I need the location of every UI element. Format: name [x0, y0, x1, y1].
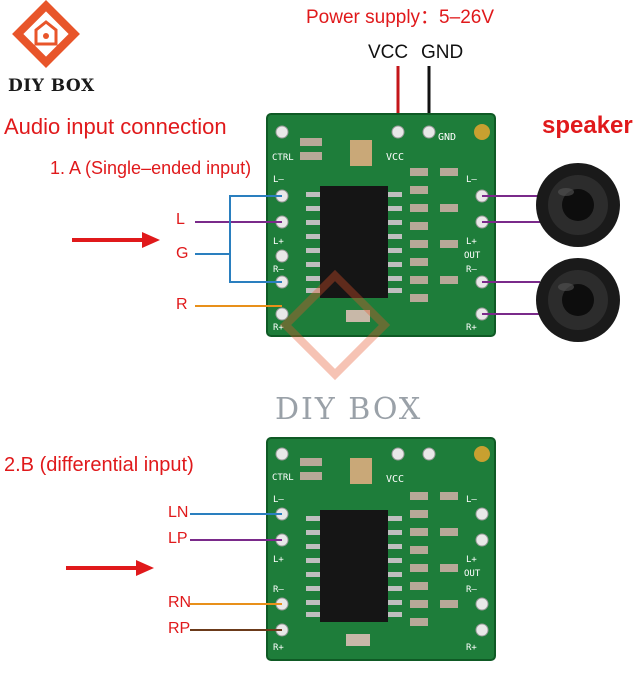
svg-text:OUT: OUT [464, 569, 481, 579]
watermark-text: DIY BOX [275, 392, 423, 427]
speaker-label: speaker [542, 112, 633, 139]
svg-text:R–: R– [273, 265, 284, 275]
svg-text:GND: GND [438, 132, 456, 143]
section-a-subtitle: 1. A (Single–ended input) [50, 158, 252, 178]
amplifier-board-b: CTRL L– L+ R– R+ L– L+ OUT R– R+ VCC [266, 437, 496, 661]
svg-text:L–: L– [466, 175, 477, 185]
amplifier-board-a: CTRL L– L+ R– R+ L– L+ OUT R– R+ VCC GND [266, 113, 496, 337]
gnd-label: GND [421, 42, 464, 63]
input-lp-label: LP [168, 530, 188, 547]
svg-text:L–: L– [273, 175, 284, 185]
diy-box-logo [12, 0, 80, 68]
svg-text:R+: R+ [466, 323, 477, 333]
svg-text:CTRL: CTRL [272, 153, 294, 163]
svg-text:L+: L+ [466, 237, 477, 247]
speaker-1 [536, 163, 620, 247]
svg-text:VCC: VCC [386, 152, 404, 163]
input-l-label: L [176, 211, 185, 228]
input-r-label: R [176, 296, 188, 313]
svg-text:R+: R+ [273, 323, 284, 333]
svg-text:VCC: VCC [386, 474, 404, 485]
input-ln-label: LN [168, 504, 189, 521]
section-b-title: 2.B (differential input) [4, 454, 194, 476]
watermark-logo [279, 269, 391, 381]
arrow-a [72, 232, 160, 248]
speaker-wires [482, 195, 540, 315]
svg-text:R–: R– [466, 585, 477, 595]
svg-text:L+: L+ [466, 555, 477, 565]
svg-text:CTRL: CTRL [272, 473, 294, 483]
svg-text:R+: R+ [466, 643, 477, 653]
svg-text:L+: L+ [273, 555, 284, 565]
svg-text:L+: L+ [273, 237, 284, 247]
svg-text:R–: R– [466, 265, 477, 275]
speaker-2 [536, 258, 620, 342]
section-a-title: Audio input connection [4, 114, 227, 139]
svg-text:L–: L– [273, 495, 284, 505]
input-wires-b [190, 513, 282, 631]
svg-text:L–: L– [466, 495, 477, 505]
svg-text:R–: R– [273, 585, 284, 595]
input-rn-label: RN [168, 594, 192, 611]
input-g-label: G [176, 245, 189, 262]
svg-text:R+: R+ [273, 643, 284, 653]
arrow-b [66, 560, 154, 576]
svg-text:OUT: OUT [464, 251, 481, 261]
input-rp-label: RP [168, 620, 191, 637]
brand-name: DIY BOX [8, 76, 95, 96]
power-supply-label: Power supply：5–26V [306, 7, 494, 28]
input-wires-a [195, 195, 282, 307]
vcc-label: VCC [368, 42, 409, 63]
